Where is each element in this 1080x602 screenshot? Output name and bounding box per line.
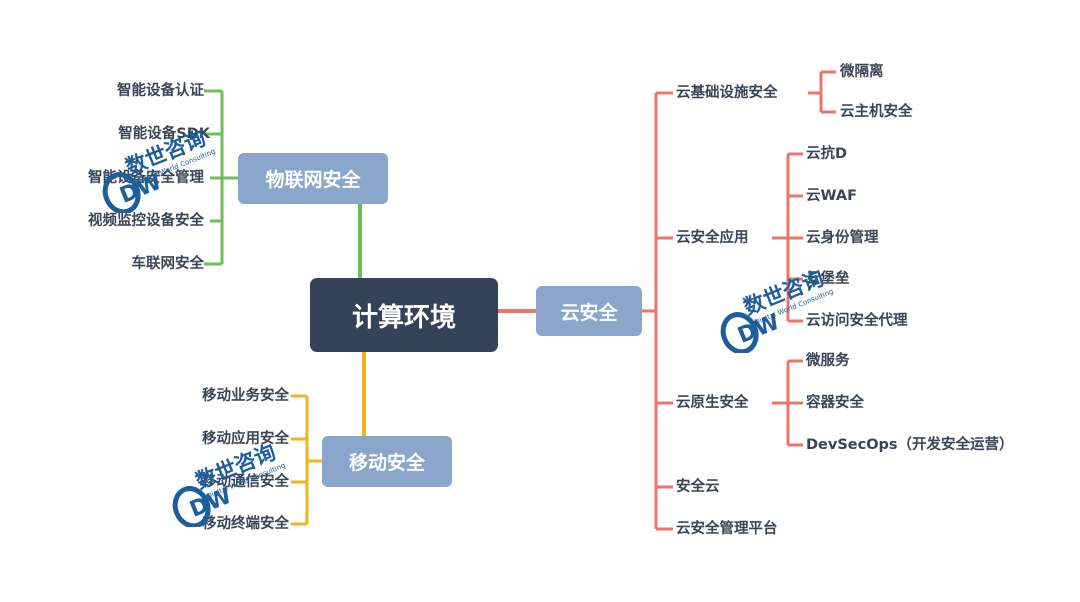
cloud-subtopic[interactable]: DevSecOps（开发安全运营） — [806, 437, 1014, 453]
cloud-topic[interactable]: 云安全管理平台 — [676, 521, 778, 537]
branch-cloud[interactable]: 云安全 — [536, 286, 642, 336]
iot-leaf[interactable]: 智能设备认证 — [117, 83, 204, 99]
cloud-subtopic[interactable]: 云主机安全 — [840, 104, 913, 120]
root-node[interactable]: 计算环境 — [310, 278, 498, 352]
cloud-topic[interactable]: 云原生安全 — [676, 395, 749, 411]
iot-leaf[interactable]: 智能设备安全管理 — [88, 170, 204, 186]
mobile-leaf[interactable]: 移动通信安全 — [202, 474, 289, 490]
iot-leaf[interactable]: 视频监控设备安全 — [88, 213, 204, 229]
cloud-subtopic[interactable]: 云WAF — [806, 188, 857, 204]
cloud-bracket — [642, 70, 836, 531]
cloud-subtopic[interactable]: 微隔离 — [840, 64, 884, 80]
cloud-subtopic[interactable]: 云访问安全代理 — [806, 313, 908, 329]
cloud-subtopic[interactable]: 云堡垒 — [806, 271, 850, 287]
cloud-subtopic[interactable]: 云身份管理 — [806, 230, 879, 246]
cloud-subtopic[interactable]: 云抗D — [806, 146, 848, 162]
mobile-bracket — [291, 394, 322, 526]
cloud-topic[interactable]: 安全云 — [676, 479, 720, 495]
iot-leaf[interactable]: 车联网安全 — [131, 256, 205, 272]
branch-iot[interactable]: 物联网安全 — [238, 153, 388, 204]
mobile-leaf[interactable]: 移动应用安全 — [202, 431, 289, 447]
mobile-leaf[interactable]: 移动终端安全 — [202, 516, 289, 532]
cloud-subtopic[interactable]: 微服务 — [806, 353, 850, 369]
iot-leaf[interactable]: 智能设备SDK — [118, 126, 210, 142]
cloud-topic[interactable]: 云基础设施安全 — [676, 85, 778, 101]
mobile-leaf[interactable]: 移动业务安全 — [202, 388, 289, 404]
branch-mobile[interactable]: 移动安全 — [322, 436, 452, 487]
cloud-subtopic[interactable]: 容器安全 — [806, 395, 864, 411]
cloud-topic[interactable]: 云安全应用 — [676, 230, 749, 246]
iot-bracket — [204, 89, 238, 266]
